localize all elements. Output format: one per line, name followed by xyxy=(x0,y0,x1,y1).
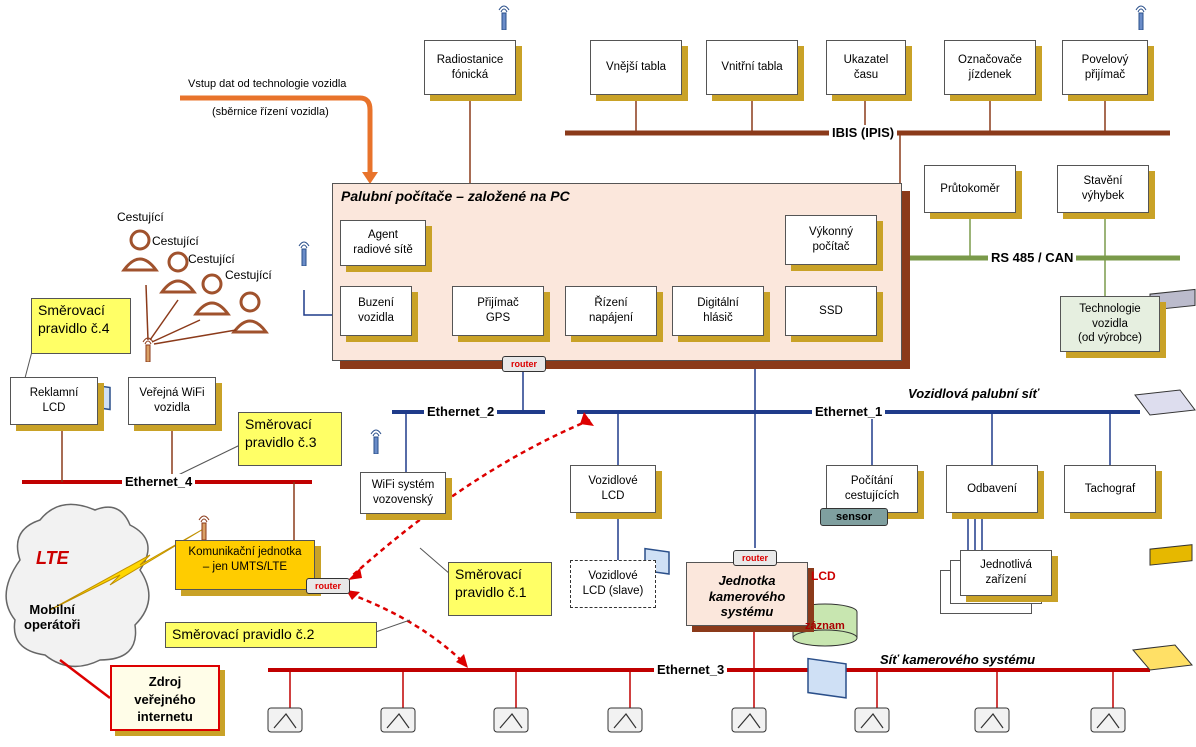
antenna-icon xyxy=(370,429,382,454)
callout-pravidlo-3: Směrovací pravidlo č.3 xyxy=(238,412,342,466)
passenger-label-3: Cestující xyxy=(188,252,235,266)
antenna-icon xyxy=(1135,5,1147,30)
zdroj-internetu-box: Zdroj veřejného internetu xyxy=(110,665,220,731)
vnitrni-tabla-box: Vnitřní tabla xyxy=(706,40,798,95)
callout-pravidlo-1: Směrovací pravidlo č.1 xyxy=(448,562,552,616)
wifi-vozovensky-box: WiFi systém vozovenský xyxy=(360,472,446,514)
jednotka-kameroveho-systemu: Jednotka kamerového systému xyxy=(686,562,808,626)
tachograf-box: Tachograf xyxy=(1064,465,1156,513)
lte-cloud xyxy=(5,503,150,668)
staveni-box: Stavění výhybek xyxy=(1057,165,1149,213)
ethernet2-label: Ethernet_2 xyxy=(424,404,498,419)
komunikacni-jednotka: Komunikační jednotka – jen UMTS/LTE xyxy=(175,540,315,590)
reklamni-box: Reklamní LCD xyxy=(10,377,98,425)
sensor-icon: sensor xyxy=(820,508,888,526)
hlasic-box: Digitální hlásič xyxy=(672,286,764,336)
rs485-label: RS 485 / CAN xyxy=(988,250,1077,265)
buzeni-box: Buzení vozidla xyxy=(340,286,412,336)
vykonny-box: Výkonný počítač xyxy=(785,215,877,265)
antenna-icon xyxy=(142,337,154,362)
povelovy-box: Povelový přijímač xyxy=(1062,40,1148,95)
router-icon-comm: router xyxy=(306,578,350,594)
kamerovy-sit-label: Síť kamerového systému xyxy=(880,652,1036,667)
antenna-icon xyxy=(298,241,310,266)
passenger-label-2: Cestující xyxy=(152,234,199,248)
ibis-label: IBIS (IPIS) xyxy=(829,125,898,140)
mobilni-operatori-label: Mobilní operátoři xyxy=(24,602,81,632)
agent-box: Agent radiové sítě xyxy=(340,220,426,266)
vnejsi-tabla-box: Vnější tabla xyxy=(590,40,682,95)
zarizeni-box: Jednotlivá zařízení xyxy=(960,550,1052,596)
switch-icon-eth3 xyxy=(1132,544,1193,671)
callout-pravidlo-2: Směrovací pravidlo č.2 xyxy=(165,622,377,648)
passenger-label-4: Cestující xyxy=(225,268,272,282)
ethernet4-label: Ethernet_4 xyxy=(122,474,196,489)
vozidlove-lcd-box: Vozidlové LCD xyxy=(570,465,656,513)
input-label-1: Vstup dat od technologie vozidla xyxy=(188,78,347,90)
callout-pravidlo-4: Směrovací pravidlo č.4 xyxy=(31,298,131,354)
pc-title: Palubní počítače – založené na PC xyxy=(341,188,570,204)
gps-box: Přijímač GPS xyxy=(452,286,544,336)
prutokomer-box: Průtokoměr xyxy=(924,165,1016,213)
antenna-icon xyxy=(498,5,510,30)
passenger-label-1: Cestující xyxy=(117,210,164,224)
switch-icon-eth1 xyxy=(1134,288,1196,416)
oznacovace-box: Označovače jízdenek xyxy=(944,40,1036,95)
pocitani-box: Počítání cestujících xyxy=(826,465,918,513)
technologie-box: Technologie vozidla (od výrobce) xyxy=(1060,296,1160,352)
ssd-box: SSD xyxy=(785,286,877,336)
rizeni-box: Řízení napájení xyxy=(565,286,657,336)
odbaveni-box: Odbavení xyxy=(946,465,1038,513)
radio-box: Radiostanice fónická xyxy=(424,40,516,95)
wifi-verejna-box: Veřejná WiFi vozidla xyxy=(128,377,216,425)
ukazatel-box: Ukazatel času xyxy=(826,40,906,95)
ethernet1-label: Ethernet_1 xyxy=(812,404,886,419)
cam-lcd-label: LCD xyxy=(811,569,836,583)
router-icon-pc: router xyxy=(502,356,546,372)
ethernet3-label: Ethernet_3 xyxy=(654,662,728,677)
antenna-icon xyxy=(198,515,210,540)
zaznam-label: záznam xyxy=(805,620,845,632)
input-label-2: (sběrnice řízení vozidla) xyxy=(212,106,329,118)
vozidlova-sit-label: Vozidlová palubní síť xyxy=(908,386,1039,401)
router-icon-cam: router xyxy=(733,550,777,566)
vozidlove-lcd-slave-box: Vozidlové LCD (slave) xyxy=(570,560,656,608)
lte-label: LTE xyxy=(36,548,69,568)
